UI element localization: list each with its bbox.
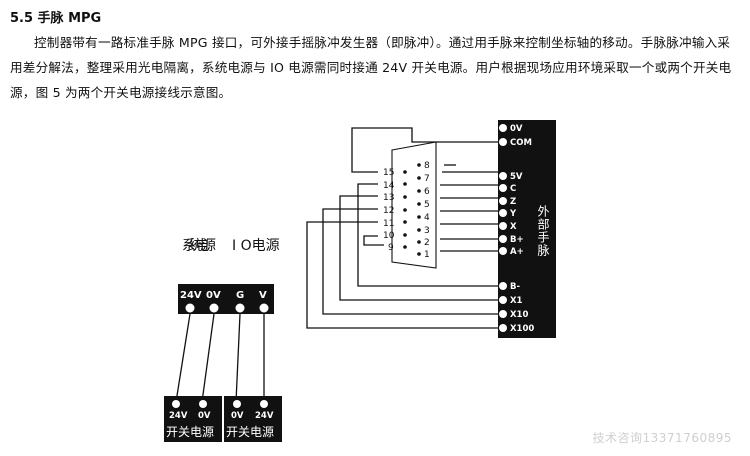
section-heading: 5.5 手脉 MPG: [10, 11, 102, 26]
psu2-terminal-0v: [233, 400, 241, 408]
db15-pin-7: 7: [424, 174, 430, 184]
mpg-terminal-z: [499, 197, 507, 205]
power-terminal-g: [235, 303, 245, 313]
mpg-label-y: Y: [509, 209, 517, 219]
mpg-device-label: 外部手脉: [536, 205, 550, 257]
mpg-label-0v: 0V: [510, 124, 523, 134]
mpg-label-aplus: A+: [510, 247, 524, 257]
watermark-contact: 技术咨询13371760895: [592, 431, 732, 445]
system-power-label: 系统电源: [182, 238, 216, 254]
db15-right-dot-3: [417, 228, 421, 232]
db15-left-dot-10: [403, 233, 407, 237]
db15-left-dot-9: [403, 245, 407, 249]
wire-com: [351, 127, 500, 173]
psu2-title: 开关电源: [226, 425, 274, 439]
mpg-terminal-x10: [499, 310, 507, 318]
db15-right-dot-4: [417, 215, 421, 219]
power-terminal-24v-label: 24V: [180, 290, 202, 301]
psu1-terminal-0v: [199, 400, 207, 408]
db15-pin-14: 14: [383, 181, 395, 191]
db15-left-dot-13: [403, 195, 407, 199]
db15-connector-outline: [391, 141, 437, 269]
db15-pin-9: 9: [388, 243, 394, 253]
power-terminal-24v: [185, 303, 195, 313]
mpg-terminal-bplus: [499, 235, 507, 243]
psu1-label-0v: 0V: [198, 411, 211, 421]
db15-right-dot-2: [417, 240, 421, 244]
mpg-terminal-x100: [499, 324, 507, 332]
mpg-label-x1: X1: [510, 296, 523, 306]
psu1-label-24v: 24V: [169, 411, 188, 421]
mpg-terminal-y: [499, 209, 507, 217]
wire-x10: [322, 208, 500, 315]
section-paragraph: 控制器带有一路标准手脉 MPG 接口，可外接手摇脉冲发生器（即脉冲）。通过用手脉…: [10, 30, 740, 105]
power-terminal-v: [259, 303, 269, 313]
db15-pin-12: 12: [383, 206, 394, 216]
mpg-label-z: Z: [510, 197, 516, 207]
db15-pin-6: 6: [424, 187, 430, 197]
power-terminal-0v-label: 0V: [206, 290, 221, 301]
mpg-terminal-5v: [499, 172, 507, 180]
db15-pin-13: 13: [383, 193, 394, 203]
mpg-label-x100: X100: [510, 324, 534, 334]
psu2-terminal-24v: [260, 400, 268, 408]
db15-right-dot-6: [417, 189, 421, 193]
mpg-label-bplus: B+: [510, 235, 524, 245]
mpg-label-c: C: [510, 184, 516, 194]
power-terminal-0v: [209, 303, 219, 313]
wire-0v-psu1: [201, 313, 215, 403]
db15-right-dot-7: [417, 176, 421, 180]
db15-left-dot-11: [403, 220, 407, 224]
db15-left-dot-15: [403, 170, 407, 174]
db15-pin-3: 3: [424, 226, 430, 236]
wire-pin10: [363, 235, 384, 246]
power-terminal-v-label: V: [259, 290, 267, 301]
db15-right-dot-1: [417, 252, 421, 256]
db15-pin-1: 1: [424, 250, 430, 260]
mpg-terminal-block: [498, 120, 556, 338]
db15-pin-11: 11: [383, 219, 394, 229]
db15-right-dot-5: [417, 202, 421, 206]
psu2-label-24v: 24V: [255, 411, 274, 421]
db15-left-dot-12: [403, 208, 407, 212]
psu1-title: 开关电源: [166, 425, 214, 439]
mpg-label-bminus: B-: [510, 282, 520, 292]
io-power-label: I O电源: [232, 238, 280, 254]
wire-24v-psu1: [175, 313, 191, 403]
wire-x100: [306, 221, 500, 329]
psu2-label-0v: 0V: [231, 411, 244, 421]
mpg-terminal-bminus: [499, 282, 507, 290]
db15-pin-4: 4: [424, 213, 430, 223]
db15-right-dot-8: [417, 163, 421, 167]
paragraph-text: 控制器带有一路标准手脉 MPG 接口，可外接手摇脉冲发生器（即脉冲）。通过用手脉…: [10, 35, 732, 100]
wire-g-psu2: [235, 313, 241, 403]
db15-pin-2: 2: [424, 238, 430, 248]
mpg-terminal-x1: [499, 296, 507, 304]
db15-pin-8: 8: [424, 161, 430, 171]
power-terminal-g-label: G: [236, 290, 244, 301]
mpg-label-com: COM: [510, 138, 532, 148]
mpg-terminal-c: [499, 184, 507, 192]
db15-pin-10: 10: [383, 231, 395, 241]
mpg-terminal-aplus: [499, 247, 507, 255]
mpg-label-x10: X10: [510, 310, 528, 320]
wire-x1: [339, 195, 500, 301]
mpg-label-x: X: [510, 222, 517, 232]
psu1-terminal-24v: [172, 400, 180, 408]
db15-pin-15: 15: [383, 168, 394, 178]
mpg-label-5v: 5V: [510, 172, 523, 182]
mpg-terminal-0v: [499, 124, 507, 132]
db15-left-dot-14: [403, 182, 407, 186]
db15-pin-5: 5: [424, 200, 430, 210]
wire-b-minus: [357, 183, 500, 287]
mpg-terminal-com: [499, 138, 507, 146]
mpg-terminal-x: [499, 222, 507, 230]
